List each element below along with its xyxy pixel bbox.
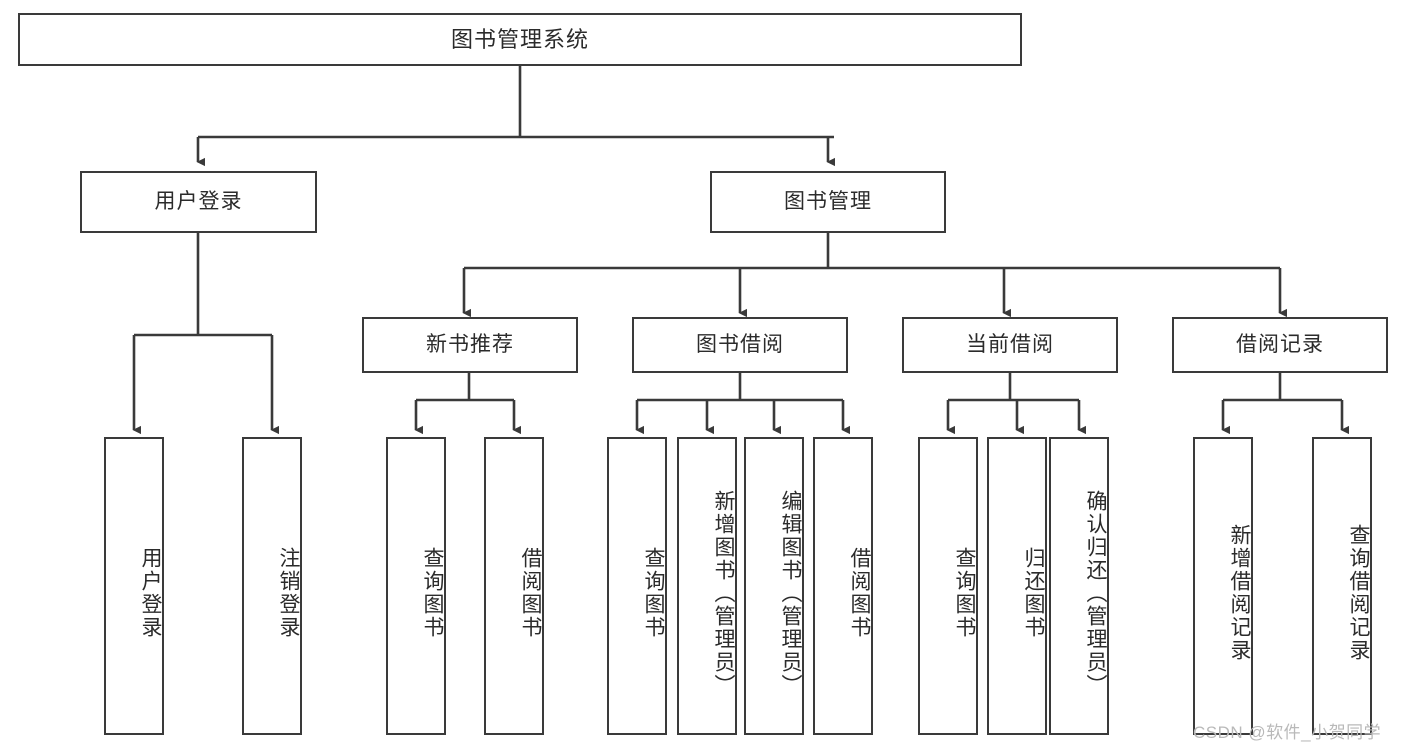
node-label: 查询图书: [642, 547, 665, 639]
node-label: 用户登录: [154, 189, 243, 213]
leaf-borrow-edit-book[interactable]: 编辑图书（管理员）: [744, 437, 804, 735]
node-label: 查询图书: [421, 547, 444, 639]
node-current-borrow[interactable]: 当前借阅: [902, 317, 1118, 373]
leaf-user-login-signout[interactable]: 注销登录: [242, 437, 302, 735]
node-root-system[interactable]: 图书管理系统: [18, 13, 1022, 66]
csdn-watermark: CSDN @软件_小贺同学: [1193, 723, 1382, 742]
node-label: 查询图书: [953, 547, 976, 639]
leaf-current-confirm-return[interactable]: 确认归还（管理员）: [1049, 437, 1109, 735]
node-user-login[interactable]: 用户登录: [80, 171, 317, 233]
node-label: 归还图书: [1022, 547, 1045, 639]
node-label: 借阅图书: [848, 547, 871, 639]
node-book-management[interactable]: 图书管理: [710, 171, 946, 233]
leaf-borrow-query-book[interactable]: 查询图书: [607, 437, 667, 735]
leaf-record-add-record[interactable]: 新增借阅记录: [1193, 437, 1253, 735]
leaf-user-login-signin[interactable]: 用户登录: [104, 437, 164, 735]
leaf-borrow-borrow-book[interactable]: 借阅图书: [813, 437, 873, 735]
leaf-current-return-book[interactable]: 归还图书: [987, 437, 1047, 735]
node-label: 图书管理: [784, 189, 872, 213]
node-label: 图书管理系统: [450, 26, 589, 52]
node-label: 注销登录: [277, 547, 300, 639]
leaf-recommend-query-book[interactable]: 查询图书: [386, 437, 446, 735]
node-borrow-record[interactable]: 借阅记录: [1172, 317, 1388, 373]
node-label: 新书推荐: [426, 332, 514, 356]
leaf-current-query-book[interactable]: 查询图书: [918, 437, 978, 735]
node-label: 查询借阅记录: [1347, 524, 1370, 662]
leaf-recommend-borrow-book[interactable]: 借阅图书: [484, 437, 544, 735]
leaf-record-query-record[interactable]: 查询借阅记录: [1312, 437, 1372, 735]
node-label: 借阅图书: [519, 547, 542, 639]
node-label: 当前借阅: [966, 332, 1054, 356]
node-label: 用户登录: [139, 547, 162, 639]
node-label: 新增图书（管理员）: [712, 489, 735, 697]
node-new-book-recommend[interactable]: 新书推荐: [362, 317, 578, 373]
node-label: 编辑图书（管理员）: [779, 489, 802, 697]
node-label: 确认归还（管理员）: [1084, 489, 1107, 697]
node-label: 图书借阅: [696, 332, 784, 356]
leaf-borrow-add-book[interactable]: 新增图书（管理员）: [677, 437, 737, 735]
node-book-borrow[interactable]: 图书借阅: [632, 317, 848, 373]
node-label: 借阅记录: [1236, 332, 1324, 356]
node-label: 新增借阅记录: [1228, 524, 1251, 662]
